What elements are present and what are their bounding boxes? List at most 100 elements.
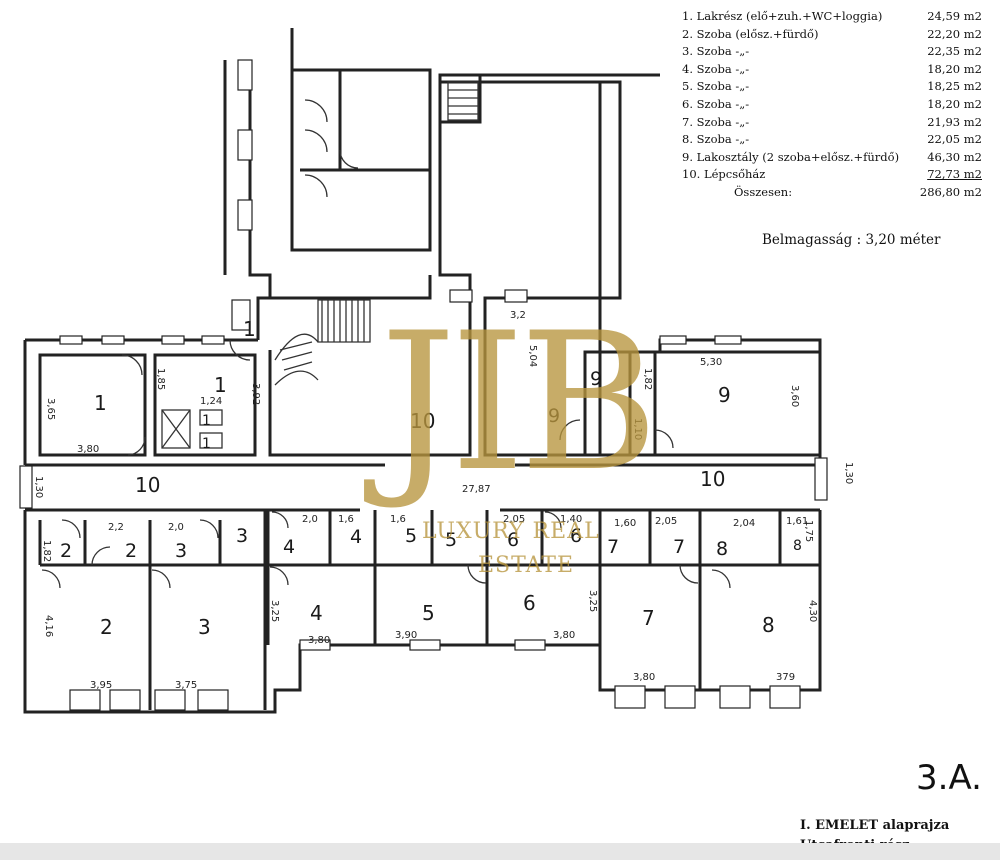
- room-label-7: 7: [607, 536, 619, 558]
- bottom-strip: [0, 843, 1000, 860]
- legend-room-area: 24,59 m2: [927, 9, 982, 23]
- legend-room-area: 46,30 m2: [927, 149, 982, 164]
- legend-room-text: Szoba (elősz.+fürdő): [696, 26, 819, 41]
- room-label-10: 10: [700, 467, 725, 491]
- room-label-4: 4: [283, 536, 295, 558]
- room-label-3: 3: [198, 615, 211, 639]
- legend-total-area: 286,80 m2: [919, 184, 982, 199]
- room-label-5: 5: [445, 529, 457, 551]
- legend-label-wrap: 4. Szoba -„-: [682, 61, 910, 79]
- svg-text:ESTATE: ESTATE: [478, 553, 574, 578]
- ceiling-height-value: : 3,20 méter: [856, 232, 941, 248]
- room-label-6: 6: [507, 529, 519, 551]
- legend-room-name: 8.: [682, 132, 693, 147]
- svg-text:3,25: 3,25: [587, 590, 598, 612]
- legend-label-wrap: 8. Szoba -„-: [682, 131, 910, 149]
- svg-text:JIB: JIB: [364, 292, 653, 513]
- room-label-1: 1: [202, 413, 211, 429]
- svg-text:3,80: 3,80: [77, 444, 99, 455]
- legend-room-name: 5.: [682, 79, 693, 94]
- svg-text:3,75: 3,75: [175, 680, 197, 691]
- legend-row: 7. Szoba -„-21,93 m2: [682, 114, 982, 132]
- svg-text:1,30: 1,30: [843, 462, 854, 484]
- svg-text:3,80: 3,80: [553, 630, 575, 641]
- svg-text:3,60: 3,60: [789, 385, 800, 407]
- legend-room-name: 10.: [682, 167, 701, 182]
- legend-label-wrap: 9. Lakosztály (2 szoba+elősz.+fürdő): [682, 149, 910, 167]
- legend-row: 2. Szoba (elősz.+fürdő)22,20 m2: [682, 26, 982, 44]
- legend-room-area: 18,20 m2: [927, 61, 982, 76]
- svg-text:1,85: 1,85: [155, 368, 166, 390]
- room-label-1: 1: [243, 317, 256, 341]
- svg-text:2,2: 2,2: [108, 522, 124, 533]
- legend-room-area: 18,25 m2: [927, 79, 982, 94]
- svg-text:1,24: 1,24: [200, 396, 222, 407]
- ceiling-height-label: Belmagasság: [762, 232, 853, 248]
- legend-room-text: Szoba -„-: [696, 61, 750, 76]
- svg-text:1,82: 1,82: [642, 368, 653, 390]
- room-label-10: 10: [410, 409, 435, 433]
- room-label-9: 9: [548, 405, 560, 427]
- svg-text:2,0: 2,0: [302, 514, 318, 525]
- svg-text:LUXURY REAL: LUXURY REAL: [422, 519, 600, 544]
- room-label-4: 4: [310, 601, 323, 625]
- legend-row: 5. Szoba -„- 18,25 m2: [682, 78, 982, 96]
- legend-row: 9. Lakosztály (2 szoba+elősz.+fürdő) 46,3…: [682, 149, 982, 167]
- room-label-1: 1: [94, 391, 107, 415]
- floor-title: I. EMELET alaprajza: [800, 818, 950, 833]
- svg-text:3,92: 3,92: [250, 383, 261, 405]
- legend-room-text: Szoba -„-: [696, 79, 750, 94]
- legend-label-wrap: 6. Szoba -„-: [682, 96, 910, 114]
- svg-text:1,10: 1,10: [632, 418, 643, 440]
- room-label-1: 1: [214, 373, 227, 397]
- room-labels: 1 1 1 1 1 2 2 2 3 3 3 4 4 4 5 5 5 6 6 6 …: [60, 317, 802, 639]
- legend-room-text: Szoba -„-: [696, 114, 750, 129]
- room-label-6: 6: [570, 525, 582, 547]
- room-label-3: 3: [175, 540, 187, 562]
- room-label-6: 6: [523, 591, 536, 615]
- legend-label-wrap: 7. Szoba -„-: [682, 114, 910, 132]
- svg-text:3,25: 3,25: [269, 600, 280, 622]
- dimension-labels: 3,80 3,65 1,85 3,92 1,24 1,30 1,30 27,87…: [33, 310, 854, 691]
- legend-room-text: Lakosztály (2 szoba+elősz.+fürdő): [696, 149, 900, 164]
- room-label-2: 2: [125, 540, 137, 562]
- svg-text:3,2: 3,2: [510, 310, 526, 321]
- legend-total-label: Összesen:: [734, 184, 793, 199]
- svg-text:379: 379: [776, 672, 795, 683]
- legend-room-name: 7.: [682, 114, 693, 129]
- room-label-2: 2: [100, 615, 113, 639]
- legend-room-text: Szoba -„-: [696, 44, 750, 59]
- legend-room-text: Szoba -„-: [696, 96, 750, 111]
- svg-text:2,05: 2,05: [655, 516, 677, 527]
- legend-room-text: Lépcsőház: [703, 167, 766, 182]
- svg-text:1,75: 1,75: [803, 520, 814, 542]
- room-label-3: 3: [236, 525, 248, 547]
- room-label-5: 5: [405, 525, 417, 547]
- room-label-9: 9: [718, 383, 731, 407]
- room-label-8: 8: [762, 613, 775, 637]
- room-label-7: 7: [642, 606, 655, 630]
- svg-text:3,80: 3,80: [308, 635, 330, 646]
- svg-text:1,60: 1,60: [614, 518, 636, 529]
- legend-room-text: Lakrész (elő+zuh.+WC+loggia): [696, 9, 883, 23]
- interior-details: [19, 59, 828, 711]
- svg-text:1,30: 1,30: [33, 476, 44, 498]
- legend-room-name: 2.: [682, 26, 693, 41]
- svg-text:4,30: 4,30: [807, 600, 818, 622]
- legend-label-wrap: 2. Szoba (elősz.+fürdő): [682, 26, 910, 44]
- legend-label-wrap: 5. Szoba -„-: [682, 78, 910, 96]
- legend-row: 3. Szoba -„-22,35 m2: [682, 43, 982, 61]
- room-label-4: 4: [350, 526, 362, 548]
- legend-room-name: 9.: [682, 149, 693, 164]
- legend-room-name: 4.: [682, 61, 693, 76]
- legend-room-name: 6.: [682, 96, 693, 111]
- svg-text:3,65: 3,65: [45, 398, 56, 420]
- watermark-logo: JIB LUXURY REAL ESTATE: [364, 292, 659, 578]
- room-label-9: 9: [590, 368, 602, 390]
- room-label-1: 1: [202, 436, 211, 452]
- svg-text:3,95: 3,95: [90, 680, 112, 691]
- legend-row: 8. Szoba -„-22,05 m2: [682, 131, 982, 149]
